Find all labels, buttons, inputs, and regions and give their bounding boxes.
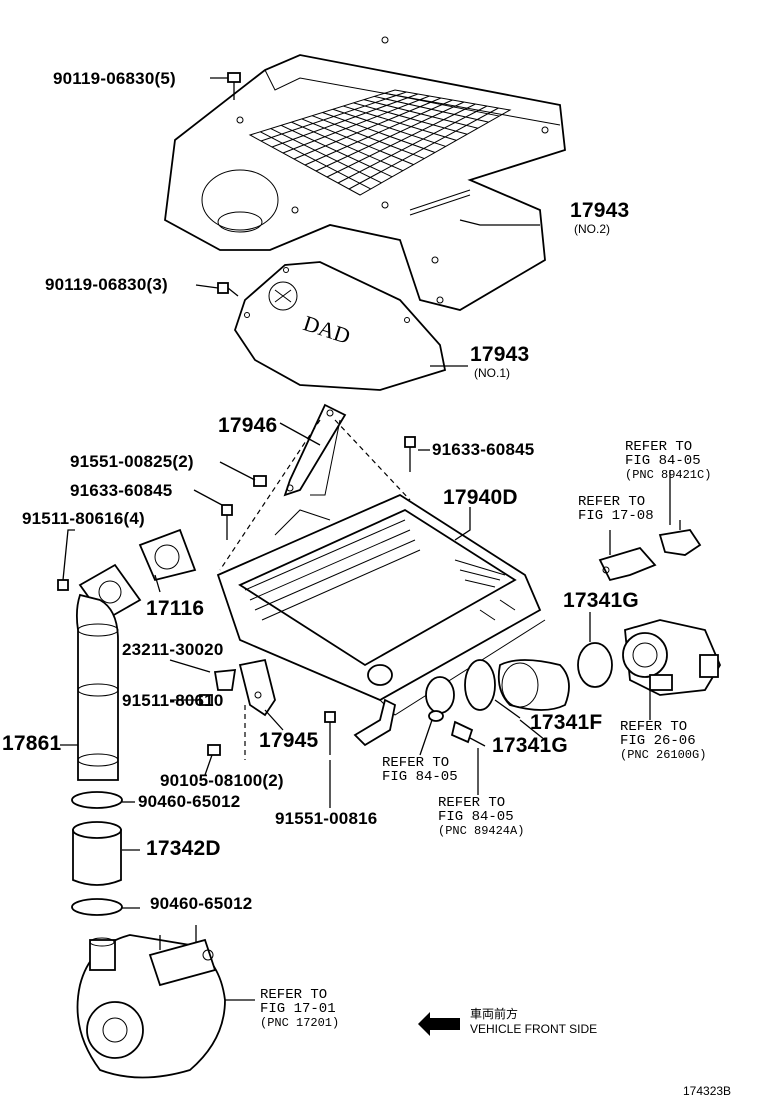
label-90460-65012-b: 90460-65012 (150, 894, 253, 913)
label-17943-no1: 17943 (470, 343, 530, 366)
label-23211-30020: 23211-30020 (122, 640, 224, 659)
refer-fig-84-05-89424A: REFER TO FIG 84-05 (PNC 89424A) (438, 796, 524, 838)
label-91633-60845-b: 91633-60845 (70, 481, 173, 500)
clamp-90460-65012-b (71, 898, 123, 916)
bolt-90119-06830-3 (217, 282, 239, 297)
refer-line-2: FIG 84-05 (625, 453, 701, 469)
refer-fig-17-01: REFER TO FIG 17-01 (PNC 17201) (260, 988, 339, 1030)
stay-17946 (283, 403, 347, 497)
throttle-body-26100G (622, 619, 722, 696)
refer-line-1: REFER TO (382, 755, 450, 771)
clamp-90460-65012-a (71, 791, 123, 809)
hose-17341F (497, 659, 570, 711)
hose-17342D (72, 821, 122, 886)
refer-line-1: REFER TO (625, 439, 693, 455)
sensor-89424A (450, 720, 486, 747)
label-90119-06830-5: 90119-06830(5) (53, 69, 176, 88)
label-17943-no1-sub: (NO.1) (474, 366, 510, 380)
refer-line-1: REFER TO (578, 494, 646, 510)
label-17116: 17116 (146, 597, 205, 620)
refer-line-3: (PNC 89421C) (625, 468, 712, 482)
label-17943-no2: 17943 (570, 199, 630, 222)
bracket-17-08 (598, 546, 657, 582)
label-91633-60845-a: 91633-60845 (432, 440, 535, 459)
turbocharger-17201 (76, 925, 226, 1079)
refer-line-3: (PNC 89424A) (438, 824, 525, 838)
bracket-17945 (238, 658, 276, 717)
clamp-17341G-left (464, 659, 496, 711)
label-17341F: 17341F (530, 711, 603, 734)
sensor-89421C (658, 520, 702, 556)
refer-line-1: REFER TO (260, 987, 328, 1003)
label-17341G-right: 17341G (563, 589, 639, 612)
label-17861: 17861 (2, 732, 62, 755)
refer-line-1: REFER TO (438, 795, 506, 811)
label-91511-80616-4: 91511-80616(4) (22, 509, 145, 528)
label-90460-65012-a: 90460-65012 (138, 792, 241, 811)
label-17940D: 17940D (443, 486, 518, 509)
label-90105-08100-2: 90105-08100(2) (160, 771, 284, 790)
refer-line-3: (PNC 17201) (260, 1016, 340, 1030)
bolt-91551-00816 (324, 711, 336, 755)
vehicle-front-en: VEHICLE FRONT SIDE (470, 1022, 598, 1036)
refer-fig-84-05: REFER TO FIG 84-05 (382, 756, 458, 784)
engine-cover-no1: DAD (234, 261, 447, 391)
bolt-91551-00825 (253, 475, 267, 487)
label-91551-00825-2: 91551-00825(2) (70, 452, 194, 471)
refer-line-1: REFER TO (620, 719, 688, 735)
gasket-17116 (138, 528, 197, 582)
refer-fig-84-05-89421C: REFER TO FIG 84-05 (PNC 89421C) (625, 440, 711, 482)
label-17943-no2-sub: (NO.2) (574, 222, 610, 236)
oring (428, 710, 444, 722)
engine-cover-no2 (164, 36, 566, 311)
label-91551-00816: 91551-00816 (275, 809, 378, 828)
label-17341G-left: 17341G (492, 734, 568, 757)
bracket-lower (353, 698, 397, 747)
refer-line-2: FIG 84-05 (438, 809, 514, 825)
bolt-91633-60845-a (404, 436, 416, 472)
bolt-91633-60845-b (221, 504, 233, 540)
label-17945: 17945 (259, 729, 319, 752)
refer-line-2: FIG 84-05 (382, 769, 458, 785)
clamp-17341G-right (577, 642, 613, 688)
pipe-17861 (75, 593, 119, 781)
figure-id: 174323B (683, 1084, 732, 1098)
vehicle-front-jp: 車両前方 (470, 1007, 519, 1021)
bolt-23211-30020 (213, 668, 237, 691)
nut-90105-08100 (207, 744, 221, 756)
refer-fig-26-06: REFER TO FIG 26-06 (PNC 26100G) (620, 720, 706, 762)
label-17946: 17946 (218, 414, 278, 437)
vehicle-front-arrow-icon (418, 1012, 460, 1036)
refer-line-2: FIG 26-06 (620, 733, 696, 749)
leader-lines (60, 77, 671, 1001)
refer-line-3: (PNC 26100G) (620, 748, 707, 762)
refer-line-2: FIG 17-08 (578, 508, 654, 524)
refer-line-2: FIG 17-01 (260, 1001, 336, 1017)
label-17342D: 17342D (146, 837, 221, 860)
refer-fig-17-08: REFER TO FIG 17-08 (578, 495, 654, 523)
label-90119-06830-3: 90119-06830(3) (45, 275, 168, 294)
label-91511-80610: 91511-80610 (122, 691, 224, 710)
